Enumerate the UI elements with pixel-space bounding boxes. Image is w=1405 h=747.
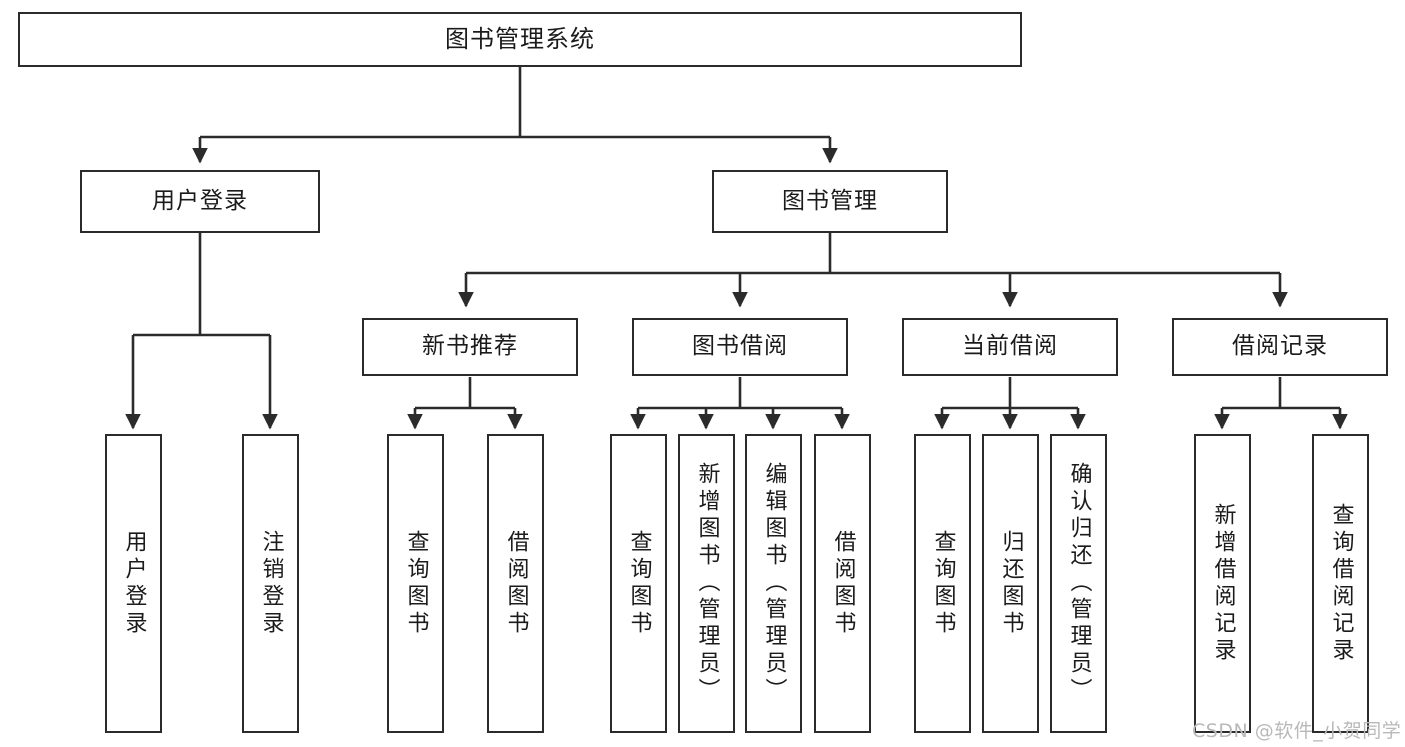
- leaf-return-book[interactable]: 归还图书: [982, 434, 1039, 733]
- node-label: 查询借阅记录: [1328, 502, 1354, 665]
- node-user-login[interactable]: 用户登录: [80, 170, 320, 233]
- leaf-borrow-book[interactable]: 借阅图书: [814, 434, 871, 733]
- node-book-borrow[interactable]: 图书借阅: [632, 318, 848, 376]
- leaf-confirm-return-admin[interactable]: 确认归还（管理员）: [1050, 434, 1107, 733]
- node-label: 新增图书（管理员）: [694, 462, 720, 705]
- node-label: 编辑图书（管理员）: [761, 462, 787, 705]
- leaf-user-login[interactable]: 用户登录: [105, 434, 162, 733]
- node-label: 确认归还（管理员）: [1066, 462, 1092, 705]
- node-label: 当前借阅: [962, 333, 1058, 360]
- leaf-query-book-borrow[interactable]: 查询图书: [610, 434, 667, 733]
- node-label: 注销登录: [258, 529, 284, 638]
- leaf-add-borrow-record[interactable]: 新增借阅记录: [1194, 434, 1251, 733]
- node-label: 用户登录: [121, 529, 147, 638]
- leaf-query-book-recommend[interactable]: 查询图书: [387, 434, 444, 733]
- node-borrow-record[interactable]: 借阅记录: [1172, 318, 1388, 376]
- node-label: 图书管理系统: [445, 25, 595, 54]
- watermark-csdn: CSDN @软件_小贺同学: [1192, 720, 1402, 742]
- node-current-borrow[interactable]: 当前借阅: [902, 318, 1118, 376]
- node-label: 图书借阅: [692, 333, 788, 360]
- node-label: 借阅记录: [1232, 333, 1328, 360]
- node-label: 查询图书: [930, 529, 956, 638]
- node-root-book-management-system[interactable]: 图书管理系统: [18, 12, 1022, 67]
- node-label: 借阅图书: [830, 529, 856, 638]
- leaf-query-book-current[interactable]: 查询图书: [914, 434, 971, 733]
- leaf-edit-book-admin[interactable]: 编辑图书（管理员）: [745, 434, 802, 733]
- node-label: 新增借阅记录: [1210, 502, 1236, 665]
- node-label: 用户登录: [152, 187, 248, 214]
- leaf-add-book-admin[interactable]: 新增图书（管理员）: [678, 434, 735, 733]
- leaf-logout-login[interactable]: 注销登录: [242, 434, 299, 733]
- node-label: 图书管理: [782, 187, 878, 214]
- node-new-book-recommend[interactable]: 新书推荐: [362, 318, 578, 376]
- node-book-management[interactable]: 图书管理: [712, 170, 948, 233]
- node-label: 新书推荐: [422, 333, 518, 360]
- leaf-query-borrow-record[interactable]: 查询借阅记录: [1312, 434, 1369, 733]
- node-label: 借阅图书: [503, 529, 529, 638]
- node-label: 查询图书: [626, 529, 652, 638]
- leaf-borrow-book-recommend[interactable]: 借阅图书: [487, 434, 544, 733]
- node-label: 查询图书: [403, 529, 429, 638]
- node-label: 归还图书: [998, 529, 1024, 638]
